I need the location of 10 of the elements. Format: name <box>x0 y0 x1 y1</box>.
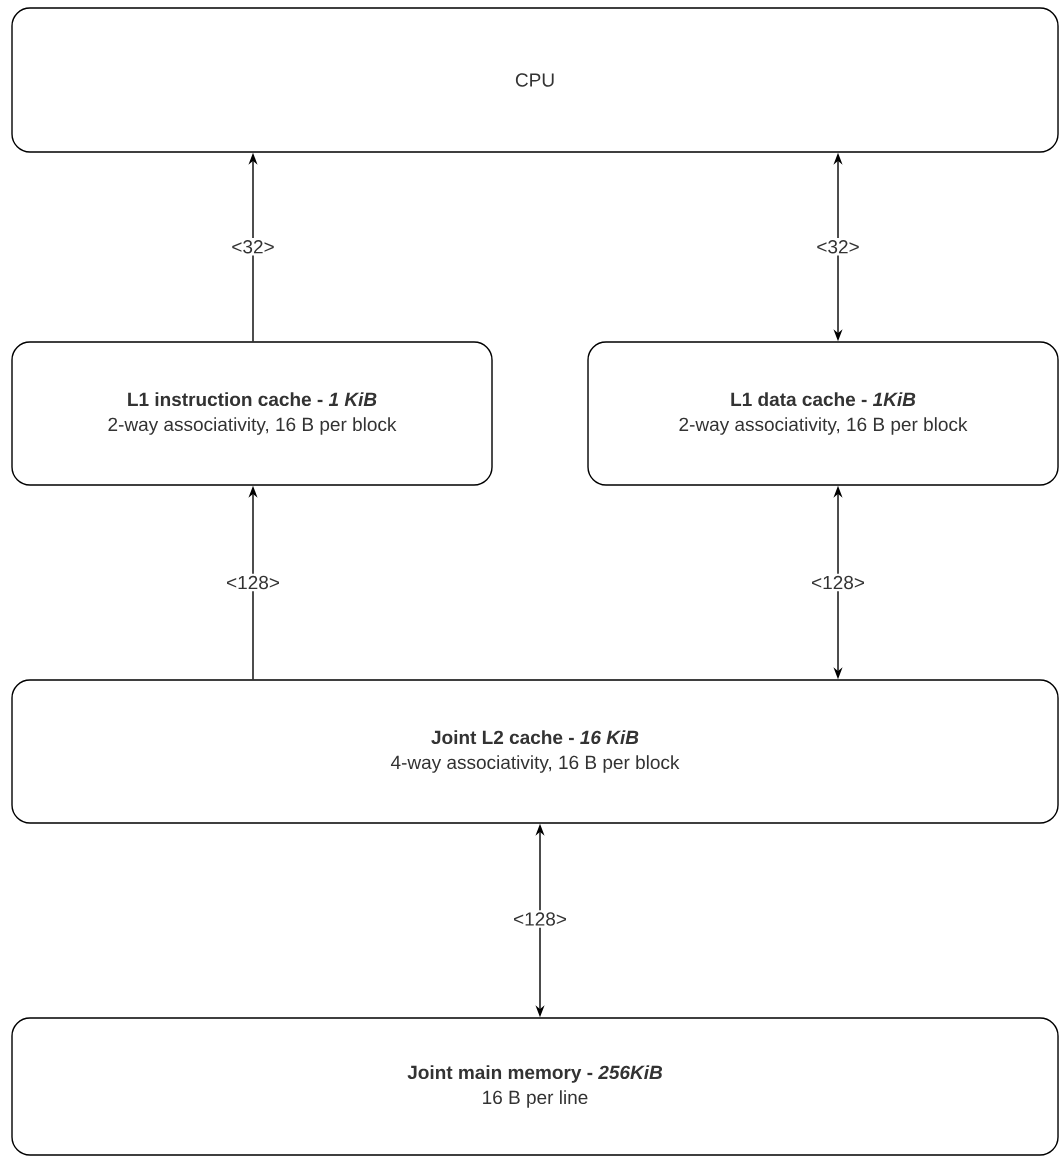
cache-box: Joint L2 cache - 16 KiB 4-way associativity, 16 B per block <box>11 679 1059 824</box>
edge-label: <128> <box>511 910 569 928</box>
edge-label: <128> <box>224 573 282 592</box>
edge-label: <128> <box>809 573 867 592</box>
cache-box: L1 instruction cache - 1 KiB 2-way associativity, 16 B per block <box>11 341 493 486</box>
edge-label: <32> <box>229 238 277 256</box>
cache-box: Joint main memory - 256KiB 16 B per line <box>11 1017 1059 1156</box>
cache-box: L1 data cache - 1KiB 2-way associativity, 16 B per block <box>587 341 1059 486</box>
edge-label: <32> <box>814 238 862 256</box>
cache-box: CPU <box>11 7 1059 153</box>
